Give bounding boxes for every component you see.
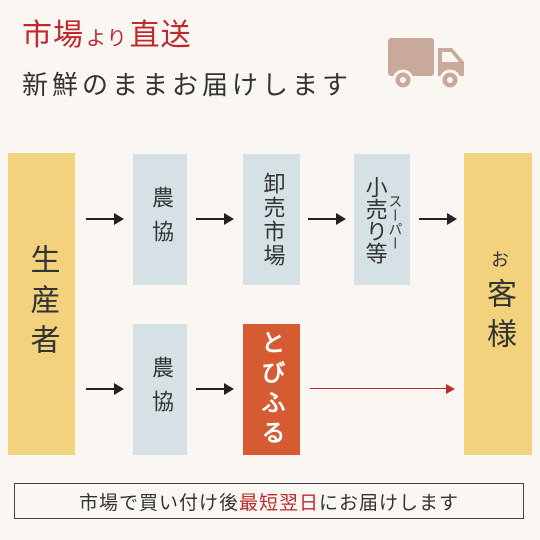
headline-market: 市場 xyxy=(22,18,84,53)
arrow-producer-to-nokyo-row2 xyxy=(86,382,124,396)
supermarket-box: スーパー 小売り等 xyxy=(354,154,410,285)
producer-box: 生産者 xyxy=(8,153,75,455)
supermarket-label: スーパー 小売り等 xyxy=(361,175,403,264)
arrow-nokyo-to-tobiful xyxy=(196,382,234,396)
headline-line1: 市場より直送 xyxy=(22,10,192,54)
delivery-note-highlight: 最短翌日 xyxy=(238,491,319,514)
customer-main: 客様 xyxy=(481,278,516,358)
supermarket-label-super: スーパー xyxy=(386,193,403,250)
customer-label: お客様 xyxy=(476,250,520,358)
headline-direct: 直送 xyxy=(129,18,192,53)
headline-from: より xyxy=(86,26,128,50)
arrow-nokyo-to-oroshi xyxy=(196,212,234,226)
arrow-oroshi-to-super xyxy=(308,212,346,226)
delivery-note: 市場で買い付け後最短翌日にお届けします xyxy=(14,483,524,519)
tobiful-box: とびふる xyxy=(243,324,300,455)
customer-prefix: お xyxy=(488,250,509,278)
truck-icon xyxy=(388,38,464,91)
nokyo-box-row2: 農協 xyxy=(133,324,187,455)
headline-line2: 新鮮のままお届けします xyxy=(22,71,353,101)
delivery-note-text1: 市場で買い付け後 xyxy=(78,491,239,514)
arrow-tobiful-to-customer xyxy=(310,382,455,396)
delivery-note-text2: にお届けします xyxy=(319,491,460,514)
arrow-super-to-customer xyxy=(419,212,457,226)
wholesale-market-box: 卸売市場 xyxy=(243,154,300,285)
customer-box: お客様 xyxy=(464,153,532,455)
arrow-producer-to-nokyo xyxy=(86,212,124,226)
nokyo-box-row1: 農協 xyxy=(133,154,187,285)
supermarket-label-retail: 小売り等 xyxy=(361,175,387,264)
